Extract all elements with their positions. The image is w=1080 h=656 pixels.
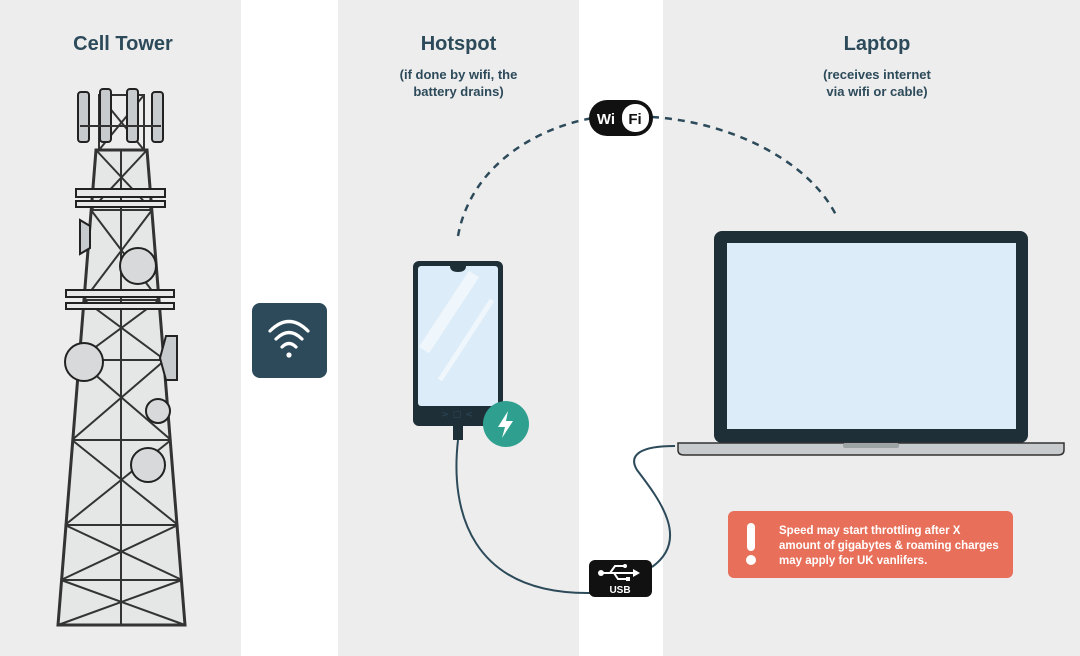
hotspot-subtitle: (if done by wifi, the battery drains) [338,66,579,100]
hotspot-subtitle-line2: battery drains) [413,84,504,99]
cell-tower-title: Cell Tower [73,33,173,55]
hotspot-title: Hotspot [420,33,497,55]
wifi-badge-wi: Wi [597,111,615,128]
wifi-link-right [651,115,838,216]
wifi-link-left [456,115,599,237]
cell-tower [56,88,187,627]
wifi-badge-fi: Fi [628,111,641,128]
usb-label: USB [609,585,630,596]
laptop-subtitle-line1: (receives internet [823,67,931,82]
hotspot-subtitle-line1: (if done by wifi, the [399,67,518,82]
usb-cable-phone [455,439,593,595]
phone-home-glyph: □ [453,410,462,420]
phone-recent-glyph: < [465,410,473,420]
usb-icon: USB [589,560,652,597]
wifi-signal-icon [252,303,327,378]
phone-nav-buttons: > □ < [441,410,473,420]
laptop-title: Laptop [843,33,911,55]
phone-back-glyph: > [441,410,449,420]
warning-icon [746,523,756,565]
laptop [677,231,1065,456]
laptop-subtitle: (receives internet via wifi or cable) [663,66,1080,100]
laptop-subtitle-line2: via wifi or cable) [826,84,928,99]
wifi-badge-icon: Wi Fi [589,100,653,136]
warning-text: Speed may start throttling after X amoun… [779,525,999,567]
phone [413,261,503,440]
usb-cable-laptop [633,445,676,568]
lightning-icon [483,401,529,447]
warning-callout: Speed may start throttling after X amoun… [728,511,1013,578]
